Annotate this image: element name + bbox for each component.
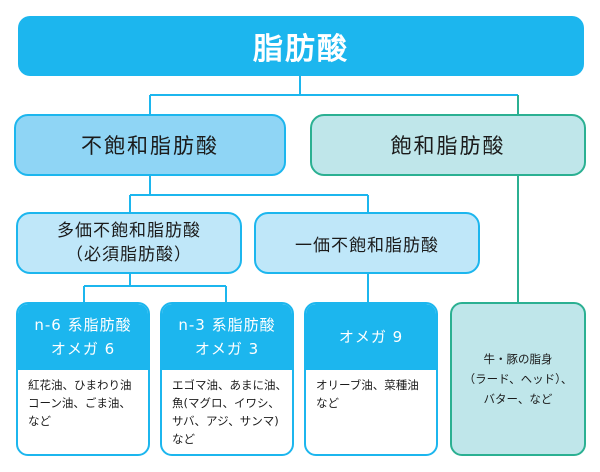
saturated-label: 飽和脂肪酸 bbox=[390, 134, 506, 158]
omega6-subtitle: オメガ 6 bbox=[50, 340, 116, 358]
root-label: 脂肪酸 bbox=[253, 32, 349, 67]
omega3-subtitle: オメガ 3 bbox=[194, 340, 260, 358]
omega9-examples: オリーブ油、菜種油 など bbox=[306, 370, 436, 412]
polyunsaturated-fatty-acid-box: 多価不飽和脂肪酸 （必須脂肪酸） bbox=[16, 212, 242, 274]
omega3-example-line: エゴマ油、あまに油、 bbox=[172, 378, 287, 392]
omega9-card: オメガ 9 オリーブ油、菜種油 など bbox=[304, 302, 438, 456]
omega3-example-line: など bbox=[172, 432, 195, 446]
polyunsaturated-label: 多価不飽和脂肪酸 bbox=[57, 221, 201, 241]
omega9-example-line: など bbox=[316, 396, 339, 410]
omega6-example-line: コーン油、ごま油、 bbox=[28, 396, 131, 410]
omega3-example-line: 魚(マグロ、イワシ、 bbox=[172, 396, 280, 410]
saturated-examples-card: 牛・豚の脂身 （ラード、ヘッド）、 バター、など bbox=[450, 302, 586, 456]
omega6-card: n-6 系脂肪酸 オメガ 6 紅花油、ひまわり油 コーン油、ごま油、 など bbox=[16, 302, 150, 456]
monounsaturated-fatty-acid-box: 一価不飽和脂肪酸 bbox=[254, 212, 480, 274]
monounsaturated-label: 一価不飽和脂肪酸 bbox=[295, 235, 439, 256]
saturated-fatty-acid-box: 飽和脂肪酸 bbox=[310, 114, 586, 176]
saturated-example-line: （ラード、ヘッド）、 bbox=[463, 372, 573, 386]
fatty-acid-root-box: 脂肪酸 bbox=[18, 16, 584, 76]
saturated-example-line: 牛・豚の脂身 bbox=[483, 352, 553, 366]
omega3-title: n-3 系脂肪酸 bbox=[178, 316, 276, 334]
omega9-example-line: オリーブ油、菜種油 bbox=[316, 378, 419, 392]
omega6-examples: 紅花油、ひまわり油 コーン油、ごま油、 など bbox=[18, 370, 148, 430]
omega6-card-header: n-6 系脂肪酸 オメガ 6 bbox=[18, 304, 148, 370]
omega3-example-line: サバ、アジ、サンマ) bbox=[172, 414, 279, 428]
unsaturated-fatty-acid-box: 不飽和脂肪酸 bbox=[14, 114, 286, 176]
omega9-title: オメガ 9 bbox=[338, 328, 404, 346]
saturated-example-line: バター、など bbox=[483, 392, 553, 406]
omega6-title: n-6 系脂肪酸 bbox=[34, 316, 132, 334]
omega3-card: n-3 系脂肪酸 オメガ 3 エゴマ油、あまに油、 魚(マグロ、イワシ、 サバ、… bbox=[160, 302, 294, 456]
essential-fatty-acid-label: （必須脂肪酸） bbox=[66, 245, 192, 265]
unsaturated-label: 不飽和脂肪酸 bbox=[81, 134, 219, 158]
omega6-example-line: 紅花油、ひまわり油 bbox=[28, 378, 132, 392]
omega6-example-line: など bbox=[28, 414, 51, 428]
omega3-card-header: n-3 系脂肪酸 オメガ 3 bbox=[162, 304, 292, 370]
omega3-examples: エゴマ油、あまに油、 魚(マグロ、イワシ、 サバ、アジ、サンマ) など bbox=[162, 370, 292, 448]
omega9-card-header: オメガ 9 bbox=[306, 304, 436, 370]
